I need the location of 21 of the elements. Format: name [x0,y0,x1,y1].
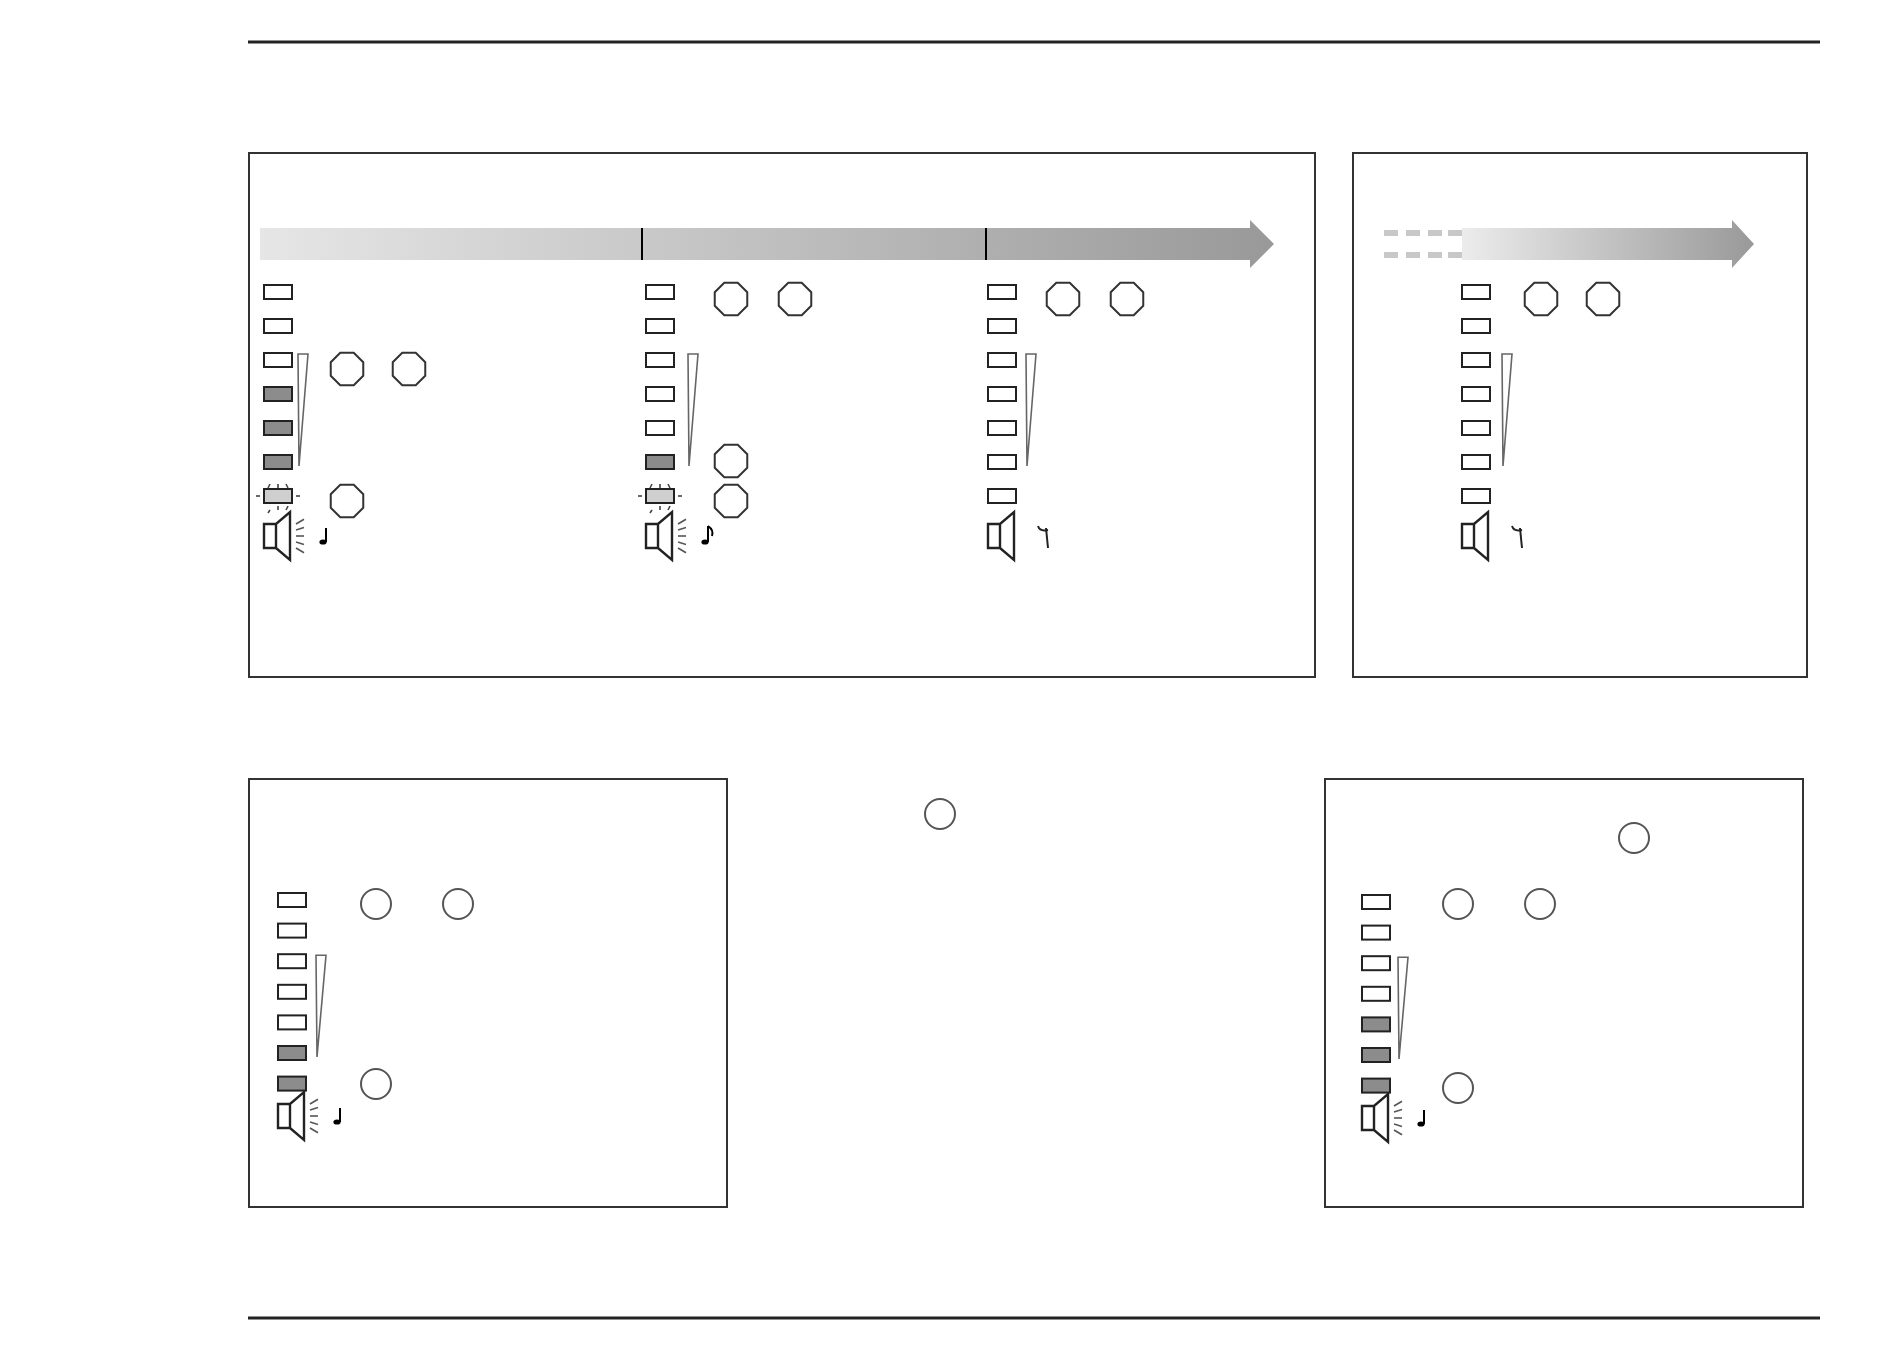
octagon-marker [1522,280,1560,318]
circle-marker [1524,888,1556,920]
octagon-marker [1108,280,1146,318]
circle-marker [360,1068,392,1100]
octagon-marker [712,442,750,480]
octagon-marker [390,350,428,388]
octagon-marker [328,350,366,388]
circle-marker [924,798,956,830]
octagon-marker [712,482,750,520]
circle-marker [1618,822,1650,854]
octagon-marker [712,280,750,318]
circle-marker [1442,1072,1474,1104]
octagon-marker [328,482,366,520]
panel-frame [1352,152,1808,678]
octagon-marker [1044,280,1082,318]
circle-marker [442,888,474,920]
octagon-marker [1584,280,1622,318]
octagon-marker [776,280,814,318]
circle-marker [360,888,392,920]
circle-marker [1442,888,1474,920]
panel-frame [248,152,1316,678]
